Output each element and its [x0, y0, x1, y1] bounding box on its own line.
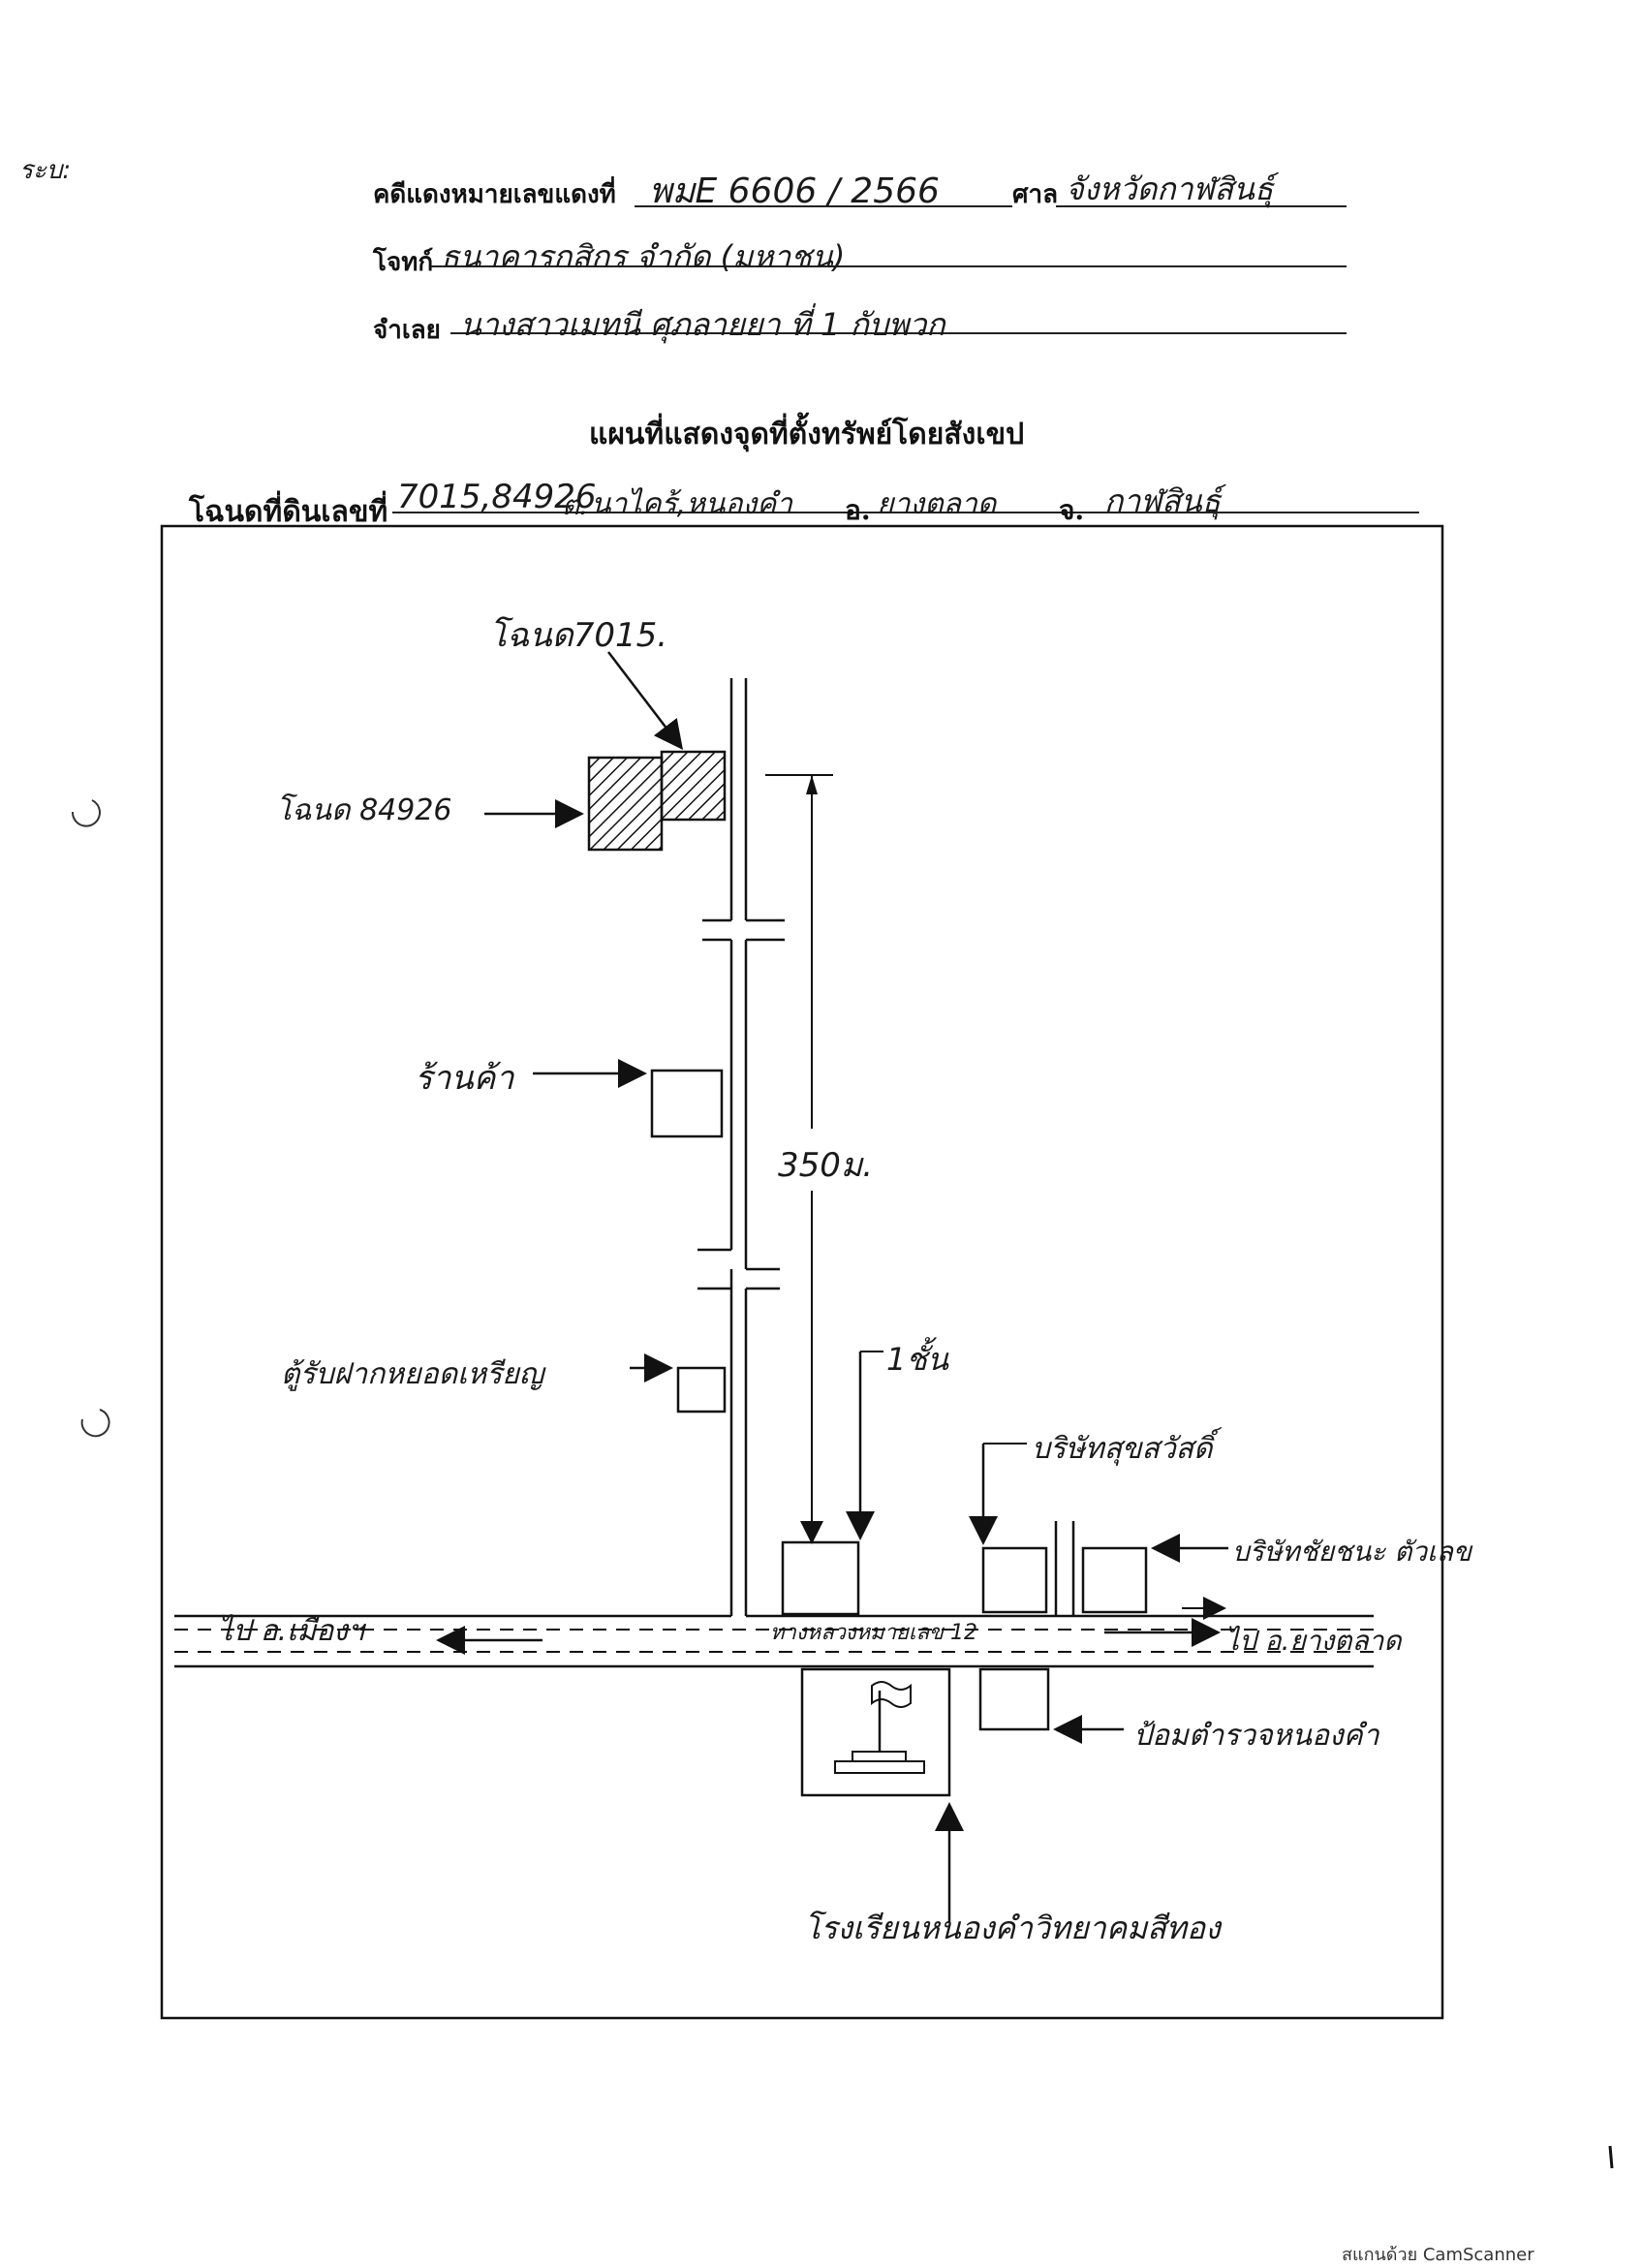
deed-numbers: 7015,84926	[397, 478, 597, 516]
label-atm: ตู้รับฝากหยอดเหรียญ	[281, 1357, 544, 1391]
deed-amphoe-prefix: อ.	[845, 494, 871, 526]
deed-province: กาฬสินธุ์	[1104, 482, 1222, 519]
label-deed-84926: โฉนด 84926	[276, 793, 452, 827]
deed-tambon: นาไคร้,หนองคำ	[591, 487, 793, 521]
label-to-left: ไป อ.เมืองฯ	[218, 1614, 364, 1648]
company2-box	[1081, 1546, 1148, 1614]
defendant-label: จำเลย	[373, 316, 441, 345]
label-school: โรงเรียนหนองคำวิทยาคมสีทอง	[804, 1910, 1221, 1946]
shop-box	[650, 1069, 724, 1138]
school-box	[800, 1667, 951, 1797]
label-one-house: 1ชั้น	[886, 1341, 948, 1378]
deed-underline	[392, 512, 1419, 513]
label-to-right: ไป อ.ยางตลาด	[1225, 1625, 1402, 1657]
company1-box	[981, 1546, 1048, 1614]
side-road	[697, 678, 785, 1616]
map-frame	[160, 524, 1444, 2020]
highway	[174, 1614, 1374, 1668]
defendant-underline	[450, 332, 1347, 334]
deed-province-prefix: จ.	[1059, 494, 1085, 526]
scanner-footer: สแกนด้วย CamScanner	[1342, 2245, 1534, 2265]
court-label: ศาล	[1012, 180, 1059, 209]
house-box	[781, 1540, 860, 1616]
label-company2: บริษัทชัยชนะ ตัวเลข	[1232, 1536, 1472, 1568]
case-label: คดีแดงหมายเลขแดงที่	[373, 180, 616, 209]
court-underline	[1056, 205, 1347, 207]
label-company1: บริษัทสุขสวัสดิ์	[1032, 1432, 1213, 1466]
deed-amphoe: ยางตลาด	[877, 487, 997, 521]
label-distance: 350ม.	[778, 1138, 874, 1191]
map-title: แผนที่แสดงจุดที่ตั้งทรัพย์โดยสังเขป	[589, 418, 1025, 451]
label-police-box: ป้อมตำรวจหนองคำ	[1133, 1719, 1379, 1753]
label-deed-7015: โฉนด7015.	[489, 616, 668, 655]
corner-mark: ระบ:	[19, 156, 72, 185]
label-shop: ร้านค้า	[415, 1059, 514, 1098]
plaintiff-underline	[431, 265, 1347, 267]
atm-box	[676, 1366, 727, 1414]
case-value: พมE 6606 / 2566	[649, 171, 940, 211]
deed-tambon-prefix: ต.	[562, 489, 589, 521]
plot-84926	[587, 756, 664, 852]
label-road-name: ทางหลวงหมายเลข 12	[770, 1621, 977, 1645]
police-box	[978, 1667, 1050, 1731]
court-value: จังหวัดกาฬสินธุ์	[1066, 171, 1274, 207]
plaintiff-value: ธนาคารกสิกร จำกัด (มหาชน)	[441, 238, 846, 275]
plaintiff-label: โจทก์	[373, 248, 434, 277]
defendant-value: นางสาวเมทนี ศุภลายยา ที่ 1 กับพวก	[460, 306, 945, 343]
deed-label: โฉนดที่ดินเลขที่	[189, 495, 388, 529]
case-underline	[635, 205, 1012, 207]
plot-7015	[660, 750, 727, 822]
